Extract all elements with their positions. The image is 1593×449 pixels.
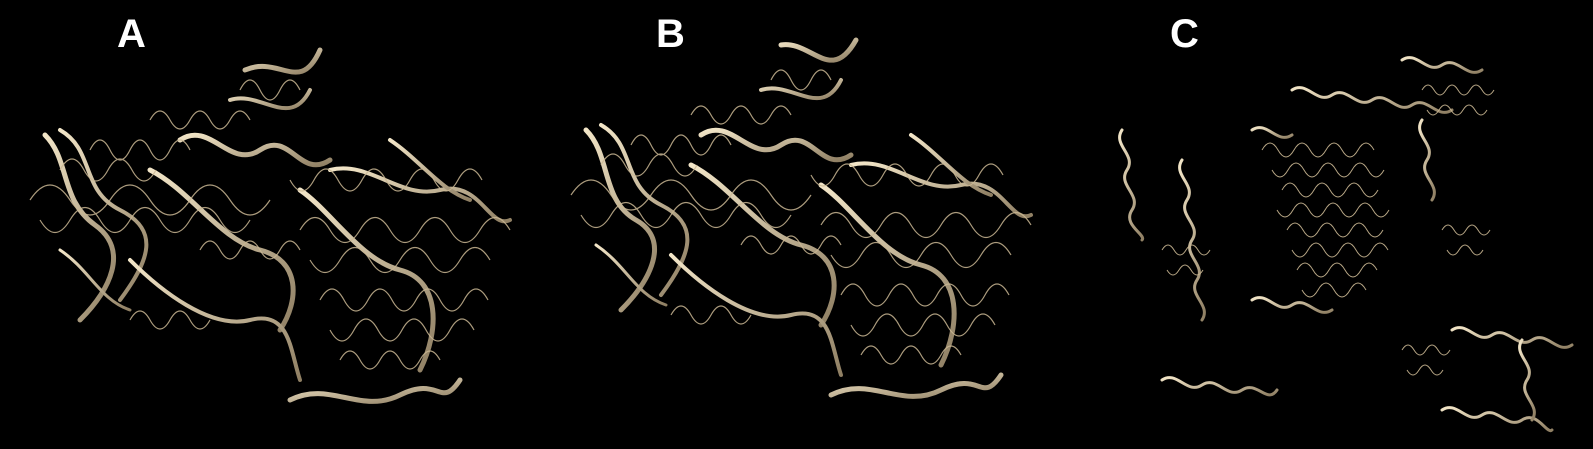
panel-label-b: B: [656, 12, 685, 56]
ribbon-structure-c: [1118, 56, 1574, 433]
panel-label-a: A: [117, 12, 146, 56]
panel-label-c: C: [1170, 12, 1199, 56]
ribbon-structure-b: [570, 37, 1033, 399]
panel-a: A: [0, 0, 531, 449]
ribbon-structure-a: [29, 47, 512, 404]
panel-b: B: [531, 0, 1062, 449]
panel-c: C: [1062, 0, 1593, 449]
